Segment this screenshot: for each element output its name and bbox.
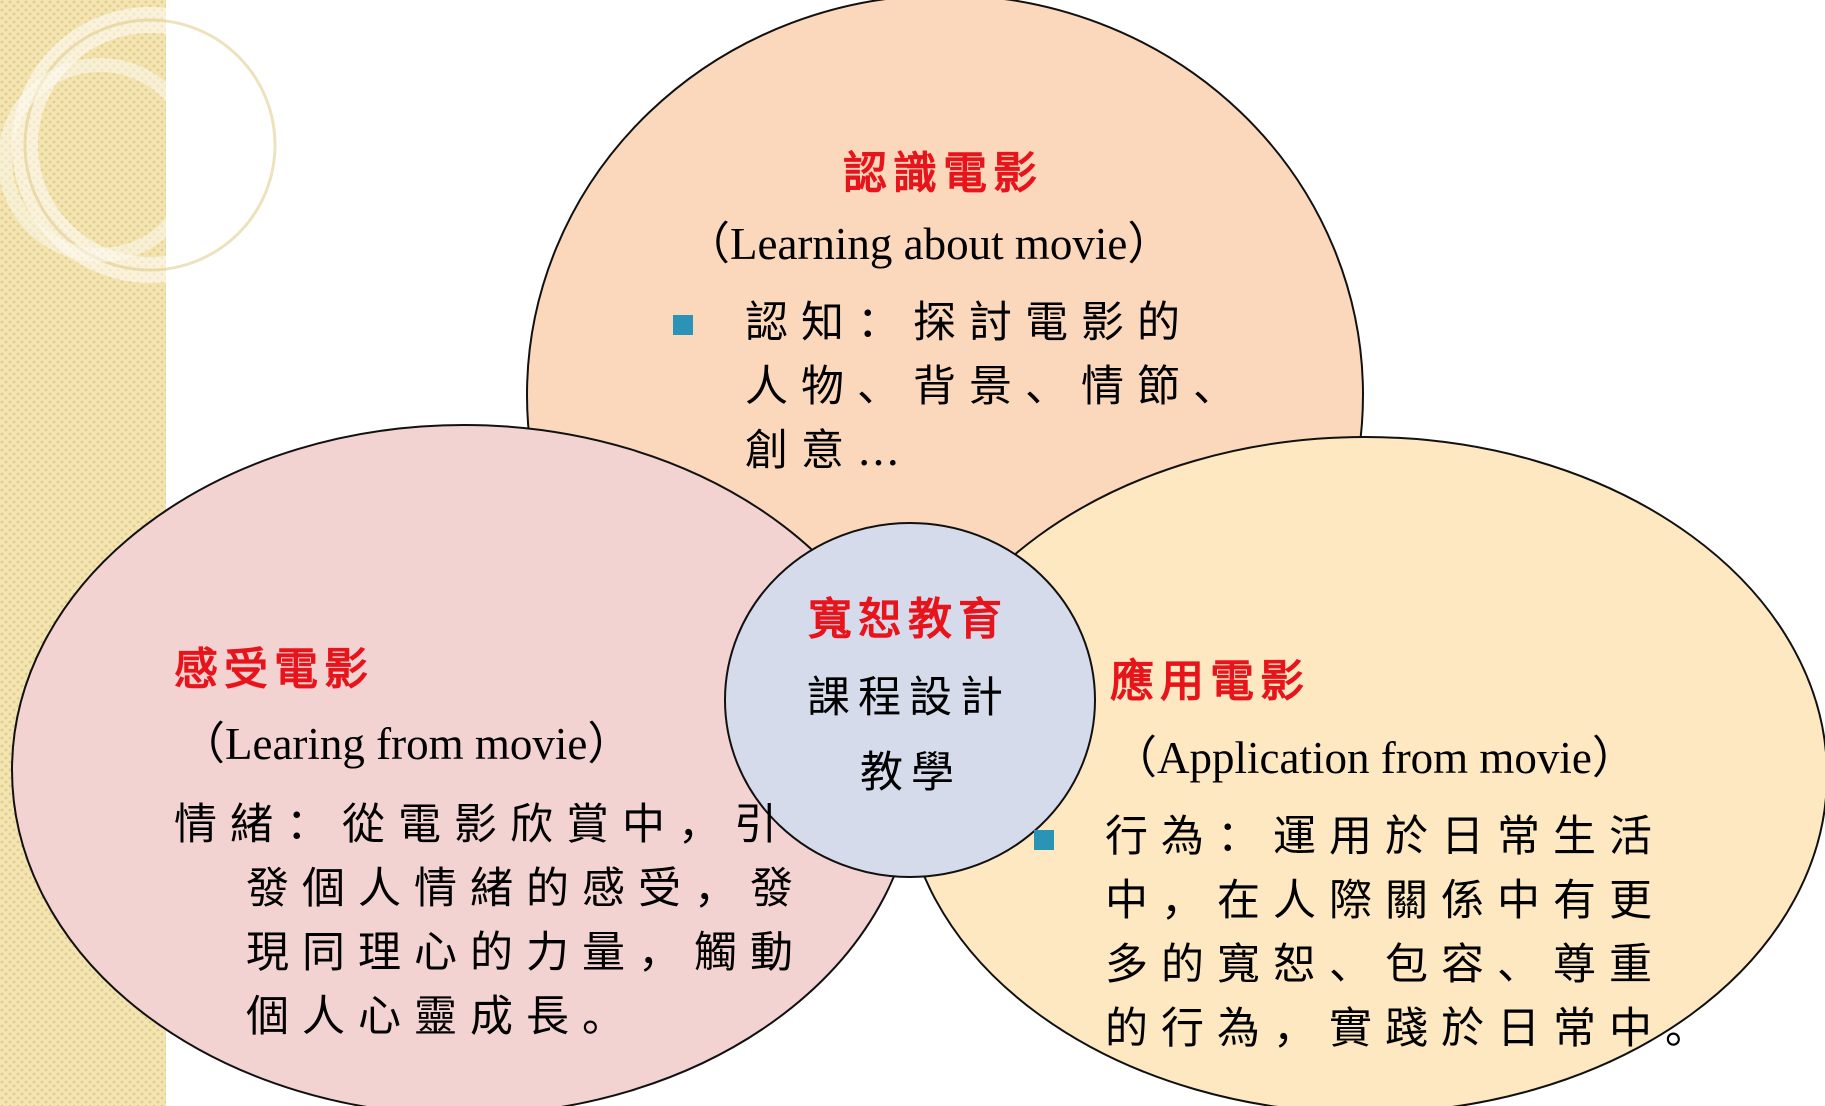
- center-line-1: 課程設計: [807, 673, 1011, 723]
- left-circle-subtitle: （Learing from movie）: [180, 719, 633, 769]
- right-text-line-2: 中，在人際關係中有更: [1105, 876, 1665, 926]
- left-text-line-3: 現同理心的力量，觸動: [246, 928, 806, 978]
- top-text-line-1: 認知：探討電影的: [745, 298, 1193, 348]
- right-circle-title: 應用電影: [1110, 656, 1310, 707]
- right-bullet-icon: [1034, 830, 1054, 850]
- center-line-2: 教學: [860, 748, 962, 798]
- right-text-line-4: 的行為，實踐於日常中。: [1105, 1004, 1721, 1054]
- top-circle-subtitle: （Learning about movie）: [685, 219, 1173, 269]
- top-bullet-icon: [673, 315, 693, 335]
- decorative-rings: [0, 7, 288, 283]
- center-circle: [724, 522, 1096, 878]
- center-circle-title: 寬恕教育: [808, 594, 1008, 645]
- right-text-line-3: 多的寬恕、包容、尊重: [1105, 940, 1665, 990]
- left-circle-title: 感受電影: [174, 644, 374, 695]
- right-text-line-1: 行為：運用於日常生活: [1105, 812, 1665, 862]
- left-text-line-4: 個人心靈成長。: [246, 992, 638, 1042]
- top-text-line-2: 人物、背景、情節、: [745, 362, 1249, 412]
- left-text-line-1: 情緒：從電影欣賞中，引: [174, 800, 790, 850]
- right-circle-subtitle: （Application from movie）: [1112, 733, 1637, 783]
- left-text-line-2: 發個人情緒的感受，發: [246, 864, 806, 914]
- top-circle-title: 認識電影: [843, 148, 1043, 199]
- top-text-line-3: 創意…: [745, 426, 913, 476]
